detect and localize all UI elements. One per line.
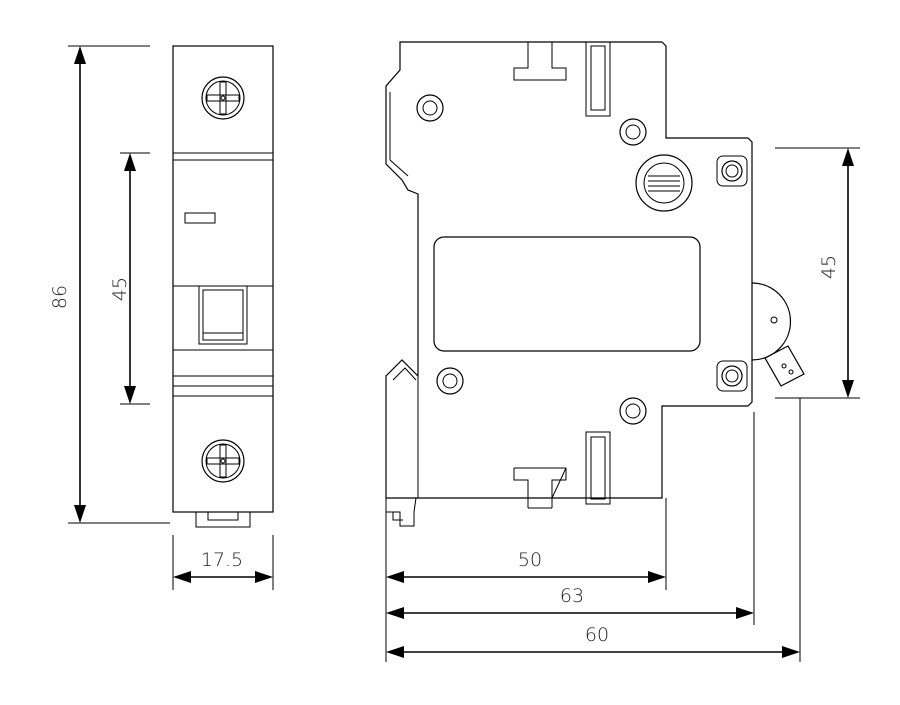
label-60: 60 <box>585 624 609 646</box>
dimension-60: 60 <box>386 398 801 662</box>
rivet-icons <box>416 94 748 425</box>
front-view <box>172 45 274 528</box>
screw-top-icon <box>201 76 245 120</box>
side-body-outline <box>385 41 753 499</box>
label-86: 86 <box>49 285 71 309</box>
label-45-side: 45 <box>818 255 840 279</box>
dimension-86: 86 <box>49 45 170 524</box>
label-63: 63 <box>560 585 584 607</box>
top-terminal-slot <box>513 41 611 117</box>
adjuster-dial-icon <box>635 154 693 212</box>
dimension-17-5: 17.5 <box>172 535 274 590</box>
din-clip <box>195 512 251 528</box>
dimension-63: 63 <box>386 412 755 625</box>
label-45-front: 45 <box>109 277 131 301</box>
side-toggle <box>751 282 805 387</box>
dimension-45-front: 45 <box>109 152 150 405</box>
dimension-45-side: 45 <box>775 147 860 399</box>
screw-bottom-icon <box>201 439 245 483</box>
label-17-5: 17.5 <box>201 549 243 571</box>
side-view <box>385 41 805 527</box>
indicator-window <box>184 212 216 224</box>
toggle-lever <box>173 285 273 351</box>
label-window <box>433 236 701 352</box>
front-body-outline <box>172 45 274 513</box>
bottom-terminal-slot <box>513 431 611 509</box>
label-50: 50 <box>518 549 542 571</box>
dimension-50: 50 <box>385 498 667 662</box>
